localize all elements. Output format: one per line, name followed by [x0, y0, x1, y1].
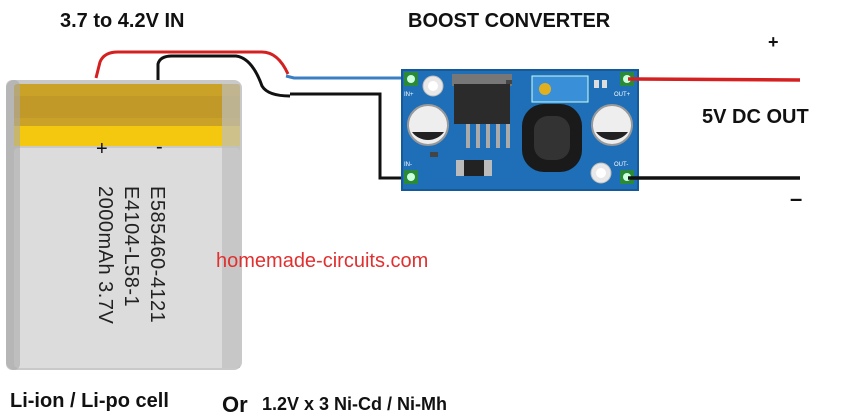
smd-resistor-2 — [506, 80, 512, 84]
trim-pot-screw — [539, 83, 551, 95]
pin-label-out-minus: OUT- — [614, 162, 628, 168]
wire-out-plus — [627, 77, 801, 82]
ic-pin-2 — [476, 124, 480, 148]
ic-chip — [454, 84, 510, 124]
converter-title: BOOST CONVERTER — [408, 10, 611, 32]
diode-lead-b — [484, 160, 492, 176]
ic-pin-5 — [506, 124, 510, 148]
mount-hole-tl-inner — [428, 81, 438, 91]
watermark: homemade-circuits.com — [216, 250, 429, 272]
pin-label-in-minus: IN- — [404, 162, 412, 168]
battery-minus-sign: - — [156, 136, 163, 158]
pcb-outline — [401, 69, 639, 191]
battery-print-line2: E4104-L58-1 — [120, 186, 142, 308]
pad-out-plus-hole — [623, 75, 631, 83]
trim-pot — [531, 75, 589, 103]
battery-yellow-band — [14, 126, 240, 146]
smd-part-1 — [594, 80, 599, 88]
battery-top-shade — [14, 96, 240, 118]
smd-part-2 — [602, 80, 607, 88]
input-voltage-label: 3.7 to 4.2V IN — [60, 10, 185, 32]
alt-cells-label: 1.2V x 3 Ni-Cd / Ni-Mh — [262, 394, 448, 414]
battery-print: E585460-4121 E4104-L58-1 2000mAh 3.7V — [78, 186, 168, 336]
battery-print-line1: E585460-4121 — [146, 186, 168, 324]
output-capacitor-stripe — [596, 132, 628, 140]
ic-pin-1 — [466, 124, 470, 148]
battery-side-shade — [222, 84, 240, 368]
wire-in-plus — [285, 74, 410, 80]
battery — [6, 80, 242, 370]
pad-in-minus-hole — [407, 173, 415, 181]
pin-label-in-plus: IN+ — [404, 92, 414, 98]
pin-label-out-plus: OUT+ — [614, 92, 631, 98]
battery-black-lead — [156, 54, 291, 98]
battery-left-edge — [6, 80, 20, 370]
ic-pin-4 — [496, 124, 500, 148]
battery-label-area — [14, 148, 240, 368]
battery-print-line3: 2000mAh 3.7V — [94, 186, 116, 325]
input-capacitor-stripe — [412, 132, 444, 140]
output-voltage-label: 5V DC OUT — [702, 106, 809, 128]
mount-hole-br-inner — [596, 168, 606, 178]
wire-in-minus — [290, 92, 410, 180]
diode — [456, 160, 492, 176]
ic-tab — [452, 74, 512, 86]
or-label: Or — [222, 392, 248, 417]
smd-resistor-1 — [430, 152, 438, 157]
diode-lead-a — [456, 160, 464, 176]
boost-converter-board: IN+ IN- OUT+ OUT- — [401, 69, 639, 191]
battery-plus-sign: + — [96, 138, 108, 160]
cell-type-label: Li-ion / Li-po cell — [10, 390, 169, 412]
inductor-core — [534, 116, 570, 160]
battery-red-lead — [94, 50, 290, 79]
output-minus-sign: – — [790, 186, 803, 211]
pad-in-plus-hole — [407, 75, 415, 83]
ic-pin-3 — [486, 124, 490, 148]
output-plus-sign: + — [768, 32, 779, 52]
